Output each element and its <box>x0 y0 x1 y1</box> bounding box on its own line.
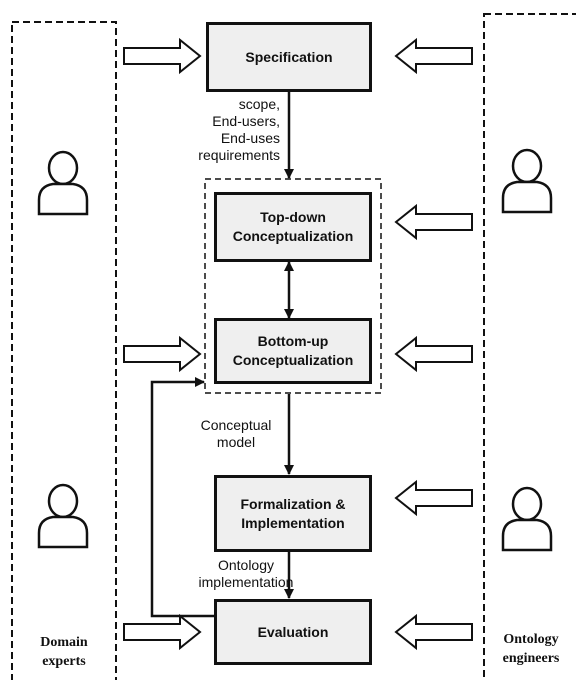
person-icon <box>501 486 553 552</box>
block-arrow-left-specification <box>123 37 202 75</box>
specification-box: Specification <box>206 22 372 92</box>
top-down-conceptualization-box: Top-down Conceptualization <box>214 192 372 262</box>
bottom-up-conceptualization-box: Bottom-up Conceptualization <box>214 318 372 384</box>
domain-experts-label: Domain experts <box>40 635 88 669</box>
block-arrow-right-bottom-up <box>394 335 473 373</box>
ontology-engineers-lane <box>483 13 576 680</box>
block-arrow-right-top-down <box>394 203 473 241</box>
evaluation-label: Evaluation <box>257 623 329 640</box>
person-icon <box>37 483 89 549</box>
block-arrow-left-evaluation <box>123 613 202 651</box>
conceptual-model-edge-label: Conceptual model <box>200 417 272 450</box>
formalization-implementation-box: Formalization & Implementation <box>214 475 372 552</box>
block-arrow-left-bottom-up <box>123 335 202 373</box>
arrow-evaluation-feedback <box>150 377 216 618</box>
top-down-conceptualization-label: Top-down Conceptualization <box>232 209 354 244</box>
specification-label: Specification <box>245 48 333 65</box>
ontology-implementation-edge-label: Ontology implementation <box>198 557 294 590</box>
conceptualization-group <box>204 178 382 394</box>
formalization-implementation-label: Formalization & Implementation <box>240 495 346 531</box>
block-arrow-right-specification <box>394 37 473 75</box>
ontology-engineers-label: Ontology engineers <box>502 632 560 666</box>
bottom-up-conceptualization-label: Bottom-up Conceptualization <box>232 333 354 368</box>
evaluation-box: Evaluation <box>214 599 372 665</box>
person-icon <box>37 150 89 216</box>
domain-experts-lane <box>11 21 117 680</box>
person-icon <box>501 148 553 214</box>
block-arrow-right-formalization <box>394 479 473 517</box>
block-arrow-right-evaluation <box>394 613 473 651</box>
requirements-edge-label: scope, End-users, End-uses requirements <box>198 96 280 163</box>
